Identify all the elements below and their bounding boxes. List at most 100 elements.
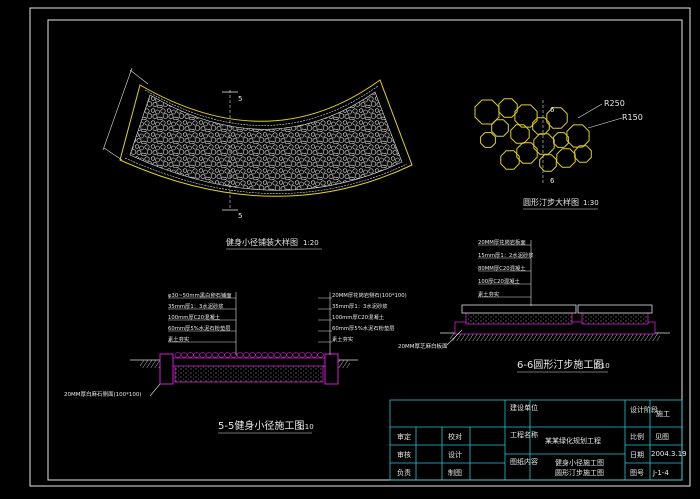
stone-right-top [577, 304, 653, 314]
pebble [193, 352, 200, 358]
pebble [280, 352, 287, 358]
drawing-frame-outer [29, 7, 691, 487]
tb-stage-value: 施工 [656, 409, 670, 418]
tb-check-label: 校对 [448, 432, 462, 441]
bottom-leader-66 [446, 329, 463, 346]
tb-project-name: 某某绿化规划工程 [545, 436, 601, 445]
title-block-text: 审定 校对 审核 设计 负责 制图 建设单位 工程名称 图纸内容 某某绿化规划工… [397, 403, 687, 477]
pebble [199, 352, 207, 358]
tb-content-2: 圆形汀步施工图 [555, 468, 604, 477]
layer-label: φ30~50mm黑白卵石铺面 [168, 291, 232, 299]
tb-content-label: 图纸内容 [510, 457, 538, 466]
tb-project-label: 工程名称 [510, 430, 538, 439]
bottom-leader [149, 383, 161, 397]
layer-label: 80MM厚C20混凝土 [478, 264, 526, 272]
layer-label: 素土夯实 [478, 290, 499, 298]
left-curb-stone [159, 353, 174, 385]
stepping-plan-scale: 1:30 [583, 199, 599, 207]
section-55-right-labels: 20MM厚花岗岩侧石(100*100) 35mm厚1：3水泥砂浆 100mm厚C20… [318, 291, 407, 343]
stepping-stone [500, 150, 520, 170]
tb-design-label: 设计 [448, 450, 462, 459]
layer-label: 35mm厚1：3水泥砂浆 [332, 302, 388, 310]
section-5-label-bottom: 5 [238, 212, 242, 220]
radius-leader-large [577, 103, 603, 119]
base-concrete-layer [174, 364, 324, 383]
pebble [261, 352, 269, 358]
layer-label: 60mm厚5%水泥石粉垫层 [168, 324, 231, 332]
section-66-bottom-label: 20MM厚芝麻白板面 [398, 342, 448, 350]
pebble [218, 352, 225, 358]
radius-small-label: R150 [622, 113, 643, 122]
tb-approve-label: 审定 [397, 432, 411, 441]
tb-number-value: J-1-4 [652, 469, 669, 477]
pebble [273, 352, 281, 358]
stone-left-top [461, 304, 577, 314]
path-dimension-tick [103, 147, 123, 161]
pebble [187, 352, 194, 358]
section-55-left-labels: φ30~50mm黑白卵石铺面 35mm厚1：3水泥砂浆 100mm厚C20混凝土 60… [168, 291, 236, 343]
pebble [249, 352, 256, 358]
layer-label: 15mm厚1：2水泥砂浆 [478, 251, 534, 259]
pebble [298, 352, 306, 358]
section-55-scale: 1:10 [298, 423, 314, 431]
section-6-label-top: 6 [550, 106, 555, 114]
section-6-6-view: 20MM厚花岗岩板面15mm厚1：2水泥砂浆80MM厚C20混凝土100厚C20… [398, 238, 670, 373]
pebble [174, 352, 182, 358]
stepping-stone [491, 119, 509, 137]
stepping-stones-group [474, 98, 592, 172]
tb-date-label: 日期 [630, 451, 644, 459]
pebble [304, 352, 312, 358]
tb-date-value: 2004.3.19 [651, 450, 687, 458]
stepping-stone [553, 132, 569, 148]
tb-scale-label: 比例 [630, 432, 644, 441]
section-6-label-bottom: 6 [550, 177, 555, 185]
pebble [205, 352, 213, 358]
tb-scale-value: 见图 [655, 433, 669, 441]
pebble-surface-row [174, 352, 324, 358]
radius-leader-small [587, 117, 623, 129]
pebble [211, 352, 219, 358]
pebble [267, 352, 275, 358]
stepping-stone [498, 98, 518, 118]
layer-label: 100mm厚C20混凝土 [332, 313, 385, 321]
stepping-stone [474, 99, 500, 125]
drawing-frame-inner [47, 19, 683, 481]
tb-review-label: 审核 [397, 450, 411, 459]
tb-content-1: 健身小径施工图 [555, 458, 604, 467]
layer-label: 60mm厚5%水泥石粉垫层 [332, 324, 395, 332]
pebble [180, 352, 188, 358]
pebble [317, 352, 324, 358]
layer-label: 素土夯实 [168, 335, 189, 343]
stepping-stone [510, 124, 530, 144]
stepping-stone [480, 132, 496, 148]
path-plan-view: 5 5 健身小径铺装大样图 1:20 [102, 67, 413, 250]
path-pebble-field [129, 91, 403, 191]
stone-right-mortar [581, 311, 649, 325]
pebble [236, 352, 244, 358]
stepping-stone-plan: 6 6 R250 R150 圆形汀步大样图 1:30 [474, 98, 643, 210]
right-curb-stone [324, 353, 339, 385]
tb-draw-label: 制图 [448, 468, 462, 477]
layer-label: 20MM厚花岗岩侧石(100*100) [332, 291, 407, 299]
layer-label: 100mm厚C20混凝土 [168, 313, 221, 321]
layer-label: 素土夯实 [332, 335, 353, 343]
stepping-stone [539, 154, 557, 172]
pebble [292, 352, 300, 358]
layer-label: 100厚C20混凝土 [478, 277, 520, 285]
tb-client-label: 建设单位 [510, 403, 538, 412]
path-curb-line-top [144, 85, 379, 126]
pebble [286, 352, 293, 358]
plan-path-title: 健身小径铺装大样图 [226, 237, 298, 247]
layer-label: 35mm厚1：3水泥砂浆 [168, 302, 224, 310]
pebble [224, 352, 231, 358]
path-dimension-line [102, 67, 133, 151]
section-66-scale: 1:10 [594, 362, 610, 370]
pebble [242, 352, 250, 358]
radius-large-label: R250 [604, 99, 625, 108]
soil-hatch-66 [450, 333, 660, 341]
stone-left-mortar [465, 311, 573, 325]
mortar-layer [171, 357, 327, 367]
tb-responsible-label: 负责 [397, 468, 411, 477]
section-55-title: 5-5健身小径施工图 [218, 419, 304, 432]
